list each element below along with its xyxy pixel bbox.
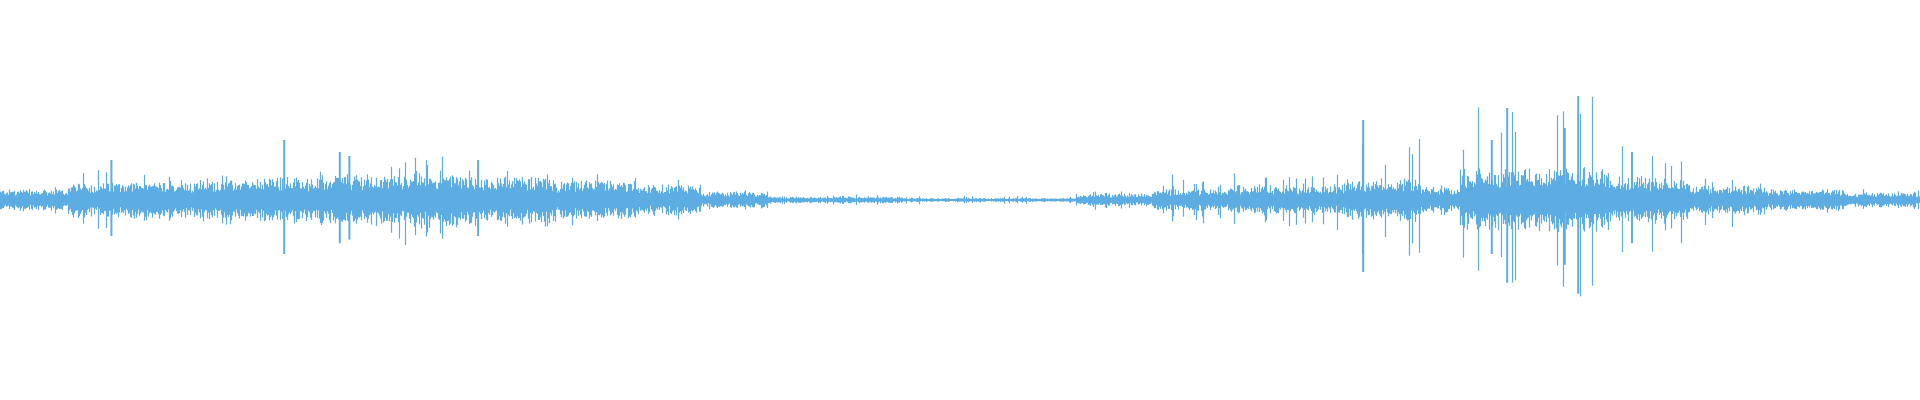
waveform-bars	[0, 96, 1920, 297]
